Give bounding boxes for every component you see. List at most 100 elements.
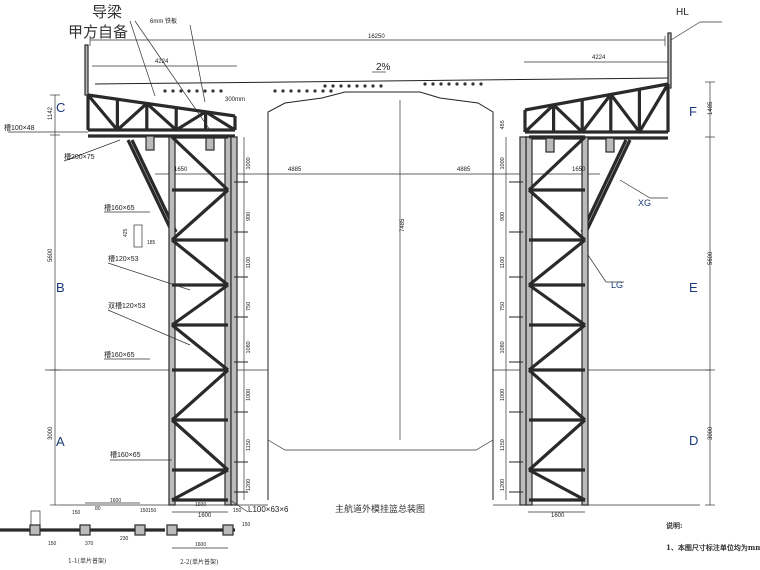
cantilever-diagonal: [609, 93, 641, 133]
hanger-block: [605, 137, 615, 153]
label-xg: XG: [638, 198, 651, 208]
rivet-dot: [331, 84, 335, 88]
dim-right-1650: 1650: [572, 167, 586, 173]
rivet-dot: [347, 84, 351, 88]
height-dim-label: 1200: [500, 479, 506, 491]
box-girder-bottom: [267, 439, 494, 451]
height-dim-label: 900: [500, 212, 506, 221]
formwork-panel: [230, 136, 238, 506]
inclined-strut-right: [584, 139, 632, 233]
cantilever-outline: [524, 83, 669, 133]
tower-column: [168, 136, 176, 506]
height-dim-label: 1000: [500, 157, 506, 169]
rivet-dot: [289, 89, 293, 93]
hl-leader: [670, 21, 701, 41]
section-node: [222, 524, 234, 536]
height-dim-label: 1100: [500, 257, 506, 269]
hanger-block: [545, 137, 555, 153]
label-c100: 槽100×48: [4, 123, 35, 132]
tower-diagonal: [528, 468, 586, 502]
section-1-1-dim: 150: [72, 510, 81, 516]
steel-plate-label: 6mm 铁板: [150, 17, 177, 25]
cantilever-top-chord: [524, 82, 669, 112]
height-dim-label: 1000: [246, 157, 252, 169]
drawing-title: 主航道外模挂篮总装图: [335, 503, 425, 515]
cantilever-diagonal: [638, 83, 670, 133]
tower-diagonal: [170, 135, 230, 192]
slope-label: 2%: [376, 62, 391, 73]
dim-a: 3000: [48, 426, 54, 440]
notes-item-1: 1、本图尺寸标注单位均为mm(毫米): [666, 543, 760, 552]
section-post: [30, 510, 41, 526]
inclined-strut-right: [580, 139, 628, 233]
tower-diagonal: [527, 188, 587, 242]
tower-diagonal: [527, 135, 587, 192]
lg-leader: [587, 254, 607, 283]
rivet-dot: [281, 89, 285, 93]
tower-diagonal: [527, 323, 587, 372]
section-1-1-dim: 150: [148, 508, 157, 514]
tower-diagonal: [170, 238, 230, 287]
guide-beam-label: 导梁: [92, 3, 122, 21]
member-leader: [107, 262, 191, 291]
dim-gap: 300mm: [225, 97, 245, 103]
height-dim-label: 1100: [246, 257, 252, 269]
rivet-dot: [447, 82, 451, 86]
section-2-2-dim: 150: [233, 508, 242, 514]
formwork-panel: [519, 136, 527, 506]
dim-left-bottom: 1600: [198, 513, 212, 519]
height-dim-label: 485: [500, 120, 506, 129]
rivet-dot: [179, 89, 183, 93]
hanger-block: [145, 135, 155, 151]
cantilever-diagonal: [116, 102, 148, 132]
notes-heading: 说明:: [666, 521, 683, 530]
label-c160-top: 槽160×65: [104, 203, 135, 212]
tower-diagonal: [171, 283, 229, 327]
dim-b: 5600: [48, 248, 54, 262]
cantilever-diagonal: [580, 93, 613, 133]
dim-f: 1485: [708, 101, 714, 115]
section-node: [29, 524, 41, 536]
cantilever-diagonal: [204, 110, 236, 132]
rivet-dot: [431, 82, 435, 86]
dim-right-4885: 4885: [457, 167, 471, 173]
cantilever-diagonal: [175, 110, 207, 132]
plate-leader: [189, 24, 206, 103]
section-1-1-dim: 1600: [110, 498, 121, 504]
dim-425: 425: [123, 228, 129, 237]
dim-e: 5600: [708, 251, 714, 265]
rivet-dot: [313, 89, 317, 93]
member-leader: [107, 309, 191, 346]
height-dim-label: 1150: [246, 439, 252, 451]
rivet-dot: [363, 84, 367, 88]
section-node: [134, 524, 146, 536]
rivet-dot: [479, 82, 483, 86]
rivet-dot: [163, 89, 167, 93]
railing-post-right: [667, 32, 672, 89]
zone-c: C: [56, 100, 65, 115]
section-node: [166, 524, 178, 536]
label-c200: 槽200×75: [64, 152, 95, 161]
cantilever-diagonal: [552, 103, 584, 134]
rivet-dot: [379, 84, 383, 88]
section-1-1-dim: 370: [85, 541, 94, 547]
rivet-dot: [219, 89, 223, 93]
dim-overall: 16250: [368, 34, 385, 40]
rivet-dot: [329, 89, 333, 93]
height-dim-label: 1000: [500, 389, 506, 401]
section-1-1-dim: 230: [120, 536, 129, 542]
angle-leader: [229, 499, 249, 513]
rivet-dot: [187, 89, 191, 93]
xg-leader: [619, 179, 651, 199]
label-c160-bot: 槽160×65: [110, 450, 141, 459]
section-2-2-dim: 150: [242, 522, 251, 528]
height-dim-label: 1200: [246, 479, 252, 491]
zone-b: B: [56, 280, 65, 295]
tower-diagonal: [527, 238, 587, 287]
label-dc120: 双槽120×53: [108, 301, 146, 310]
rivet-dot: [297, 89, 301, 93]
rivet-dot: [203, 89, 207, 93]
label-lg: LG: [611, 280, 623, 290]
rivet-dot: [305, 89, 309, 93]
